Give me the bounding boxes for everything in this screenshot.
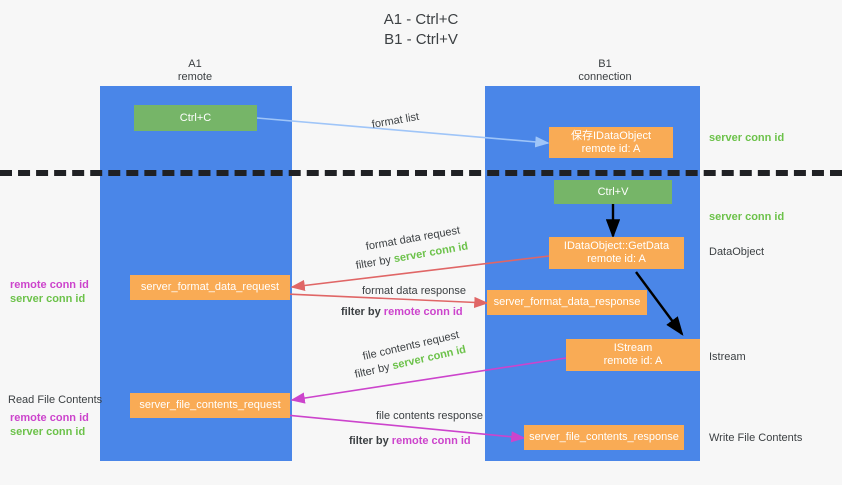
label-format-list: format list (370, 110, 421, 131)
box-istream[interactable]: IStream remote id: A (566, 339, 700, 371)
box-ctrl-c-label: Ctrl+C (179, 111, 212, 124)
annotation-left-server-conn-id-2: server conn id (10, 426, 86, 438)
label-format-data-request-filter-prefix: filter by (354, 253, 395, 272)
title-line-2: B1 - Ctrl+V (384, 31, 458, 48)
annotation-left-read-file-contents: Read File Contents (8, 394, 103, 406)
label-file-contents-response: file contents response (376, 410, 484, 422)
diagram-title: A1 - Ctrl+C B1 - Ctrl+V (0, 10, 842, 50)
box-server-format-data-response[interactable]: server_format_data_response (487, 290, 647, 315)
box-istream-line1: IStream (613, 342, 653, 354)
box-save-idataobject[interactable]: 保存IDataObject remote id: A (549, 127, 673, 158)
annotation-left-server-conn-id-1: server conn id (10, 293, 86, 305)
label-file-contents-response-filter-value: remote conn id (391, 435, 471, 447)
box-server-format-data-request[interactable]: server_format_data_request (130, 275, 290, 300)
lane-header-b1: B1 connection (540, 58, 670, 84)
label-file-contents-response-filter-prefix: filter by (349, 435, 392, 447)
label-file-contents-request-filter-prefix: filter by (353, 360, 394, 381)
label-file-contents-response-filter: filter by remote conn id (349, 434, 471, 448)
box-server-format-data-response-label: server_format_data_response (493, 296, 641, 308)
label-format-data-response-filter-prefix: filter by (341, 306, 384, 318)
lane-header-a1-subtitle: remote (177, 71, 213, 83)
box-istream-line2: remote id: A (603, 355, 663, 367)
annotation-right-server-conn-id-mid: server conn id (709, 211, 785, 223)
annotation-right-dataobject: DataObject (709, 246, 765, 258)
box-getdata-line2: remote id: A (587, 253, 646, 265)
title-line-1: A1 - Ctrl+C (383, 11, 459, 28)
box-ctrl-v-label: Ctrl+V (597, 185, 629, 198)
lane-header-a1-name: A1 (188, 58, 202, 70)
box-server-file-contents-request-label: server_file_contents_request (139, 399, 281, 411)
box-server-file-contents-response-label: server_file_contents_response (529, 431, 679, 443)
annotation-right-istream: Istream (709, 351, 746, 363)
box-ctrl-v[interactable]: Ctrl+V (554, 180, 672, 204)
box-save-idataobject-line2: remote id: A (581, 142, 641, 155)
box-ctrl-c[interactable]: Ctrl+C (134, 105, 257, 131)
lane-header-a1: A1 remote (130, 58, 260, 84)
annotation-right-server-conn-id-top: server conn id (709, 132, 785, 144)
annotation-right-write-file-contents: Write File Contents (709, 432, 803, 444)
box-server-file-contents-response[interactable]: server_file_contents_response (524, 425, 684, 450)
lane-header-b1-name: B1 (598, 58, 612, 70)
annotation-left-remote-conn-id-1: remote conn id (10, 279, 89, 291)
box-server-format-data-request-label: server_format_data_request (140, 281, 280, 293)
box-save-idataobject-line1: 保存IDataObject (570, 129, 652, 142)
box-server-file-contents-request[interactable]: server_file_contents_request (130, 393, 290, 418)
label-format-data-response: format data response (362, 285, 466, 297)
box-getdata-line1: IDataObject::GetData (563, 240, 670, 252)
label-format-data-response-filter-value: remote conn id (383, 306, 463, 318)
annotation-left-remote-conn-id-2: remote conn id (10, 412, 89, 424)
box-idataobject-getdata[interactable]: IDataObject::GetData remote id: A (549, 237, 684, 269)
phase-separator (0, 170, 842, 176)
label-format-data-response-filter: filter by remote conn id (341, 305, 463, 319)
lane-header-b1-subtitle: connection (578, 71, 632, 83)
